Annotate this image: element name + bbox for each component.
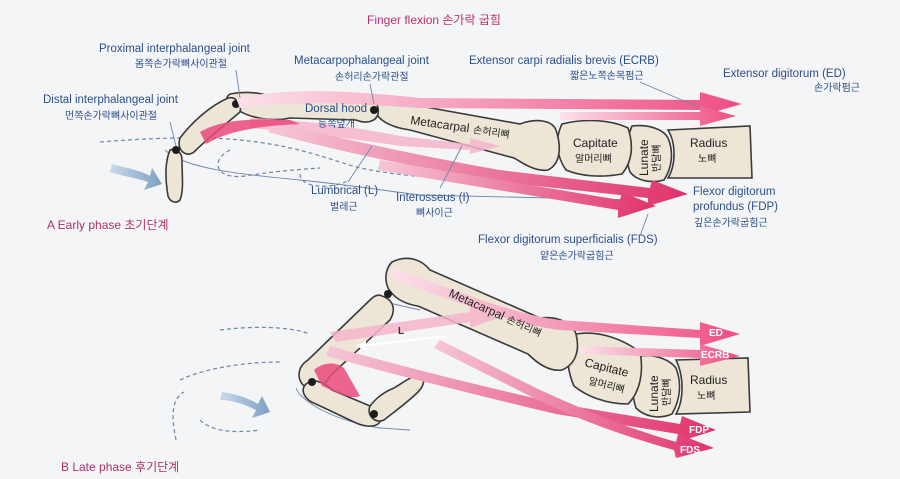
mcp-joint-b <box>384 290 392 298</box>
ecrb-tendon-a <box>560 106 736 126</box>
lumbrical-label: Lumbrical (L) <box>311 185 378 197</box>
ed-ko-label: 손가락펌근 <box>814 82 860 94</box>
fdp-label-1: Flexor digitorum <box>693 186 775 198</box>
hand-outline-b <box>172 326 311 441</box>
fdp-tendon-a <box>268 122 688 206</box>
middle-phalanx-a <box>178 96 242 155</box>
pip-joint-b <box>308 378 316 386</box>
ecrb-ko-label: 짧은노쪽손목펌근 <box>570 70 644 82</box>
pip-joint-label: Proximal interphalangeal joint <box>99 43 251 55</box>
mcp-joint-label: Metacarpophalangeal joint <box>294 55 430 67</box>
dorsal-hood-outline <box>164 149 641 201</box>
lumbrical-ko-label: 벌레근 <box>330 201 358 213</box>
fds-label: Flexor digitorum superficialis (FDS) <box>478 234 658 246</box>
radius-label-b: Radius <box>690 373 727 387</box>
ed-tendon-a <box>236 91 742 116</box>
l-arrow-label-b: L <box>398 326 404 337</box>
capitate-bone-a <box>556 119 633 177</box>
fds-tendon-b <box>434 340 714 458</box>
interosseus-ko-label: 뼈사이근 <box>416 207 453 219</box>
ed-label: Extensor digitorum (ED) <box>723 68 846 80</box>
fds-arrow-label-b: FDS <box>680 445 700 456</box>
fdp-tendon-b <box>326 346 716 442</box>
hood-outline-b2 <box>295 387 411 431</box>
pip-leader <box>235 69 241 99</box>
distal-phalanx-a <box>165 148 184 203</box>
fdp-label-2: profundus (FDP) <box>693 201 778 213</box>
mcp-joint-a <box>370 106 378 114</box>
radius-label-a: Radius <box>690 136 727 150</box>
ed-tendon-b <box>390 266 740 346</box>
interosseus-leader <box>439 145 463 189</box>
lunate-label-b: Lunate <box>647 375 661 412</box>
panel-b: ED ECRB FDP FDS L Metacarpal손허리뼈 Capitat… <box>61 257 751 474</box>
ecrb-leader <box>639 81 701 109</box>
distal-phalanx-b <box>368 374 425 422</box>
mcp-leader <box>369 83 375 105</box>
motion-arrow-b <box>220 392 270 418</box>
ecrb-label: Extensor carpi radialis brevis (ECRB) <box>469 55 659 67</box>
figure-title: Finger flexion 손가락 굽힘 <box>367 13 501 27</box>
lumbrical-arrowhead-b <box>356 341 366 351</box>
radius-bone-b <box>674 357 751 415</box>
dorsal-hood-ko-label: 등쪽덮개 <box>318 118 355 130</box>
lunate-label-a: Lunate <box>637 139 651 176</box>
lunate-ko-label-a: 반달뼈 <box>651 144 663 172</box>
dip-joint-ko-label: 먼쪽손가락뼈사이관절 <box>65 109 157 122</box>
lumbrical-arrow-b <box>359 335 447 347</box>
ecrb-arrow-label-b: ECRB <box>701 350 729 361</box>
phase-b-label: B Late phase 후기단계 <box>61 460 179 474</box>
dip-joint-label: Distal interphalangeal joint <box>43 94 179 106</box>
lumbrical-leader <box>347 145 373 183</box>
fds-leader <box>639 213 649 237</box>
phase-a-label: A Early phase 초기단계 <box>47 218 169 232</box>
capitate-label-a: Capitate <box>573 136 618 150</box>
ecrb-tendon-b <box>580 344 740 366</box>
lunate-ko-label-b: 반달뼈 <box>661 378 673 406</box>
radius-bone-a <box>666 125 753 179</box>
capitate-ko-label-a: 알머리뼈 <box>575 153 612 165</box>
radius-ko-label-b: 노뼈 <box>697 390 715 402</box>
dorsal-hood-label: Dorsal hood <box>305 103 367 115</box>
pip-joint-ko-label: 몸쪽손가락뼈사이관절 <box>135 57 227 70</box>
motion-arrow-a <box>110 164 162 190</box>
flexor-phalanx-a <box>200 119 300 144</box>
lumbrical-band-a <box>250 118 500 154</box>
fdp-arrow-label-b: FDP <box>689 425 709 436</box>
flexor-fingertip-b <box>314 363 360 398</box>
fdp-ko-label: 깊은손가락굽힘근 <box>694 217 768 229</box>
interosseus-label: Interosseus (I) <box>396 192 470 204</box>
lumbrical-band-b <box>330 306 498 342</box>
fds-ko-label: 얕은손가락굽힘근 <box>540 249 614 262</box>
mcp-joint-ko-label: 손허리손가락관절 <box>335 70 409 83</box>
dip-leader <box>169 121 177 147</box>
dip-joint-a <box>172 146 180 154</box>
ed-arrow-label-b: ED <box>709 328 723 339</box>
radius-ko-label-a: 노뼈 <box>698 153 716 165</box>
dip-joint-b <box>370 410 378 418</box>
